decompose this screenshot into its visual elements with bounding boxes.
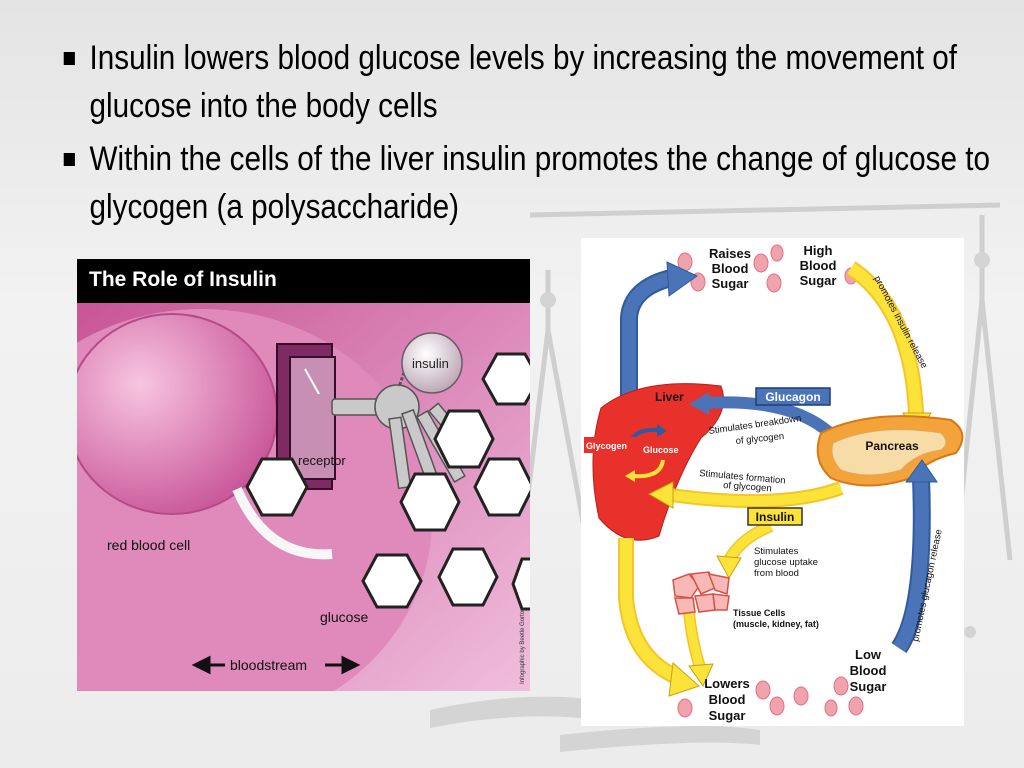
square-bullet-icon [63,153,75,166]
label-low-sugar: Sugar [850,679,887,694]
insulin-ball [401,332,463,394]
blood-sugar-cycle-figure: Raises Blood Sugar High Blood Sugar Low … [581,238,964,726]
bullet-item: Within the cells of the liver insulin pr… [62,135,1024,231]
blood-sugar-diagram: Raises Blood Sugar High Blood Sugar Low … [584,243,964,723]
blood-cells-bottom [677,676,864,718]
label-glucagon: Glucagon [765,390,820,404]
label-low: Low [855,647,882,662]
label-glucose-liver: Glucose [643,445,679,455]
figure-credit: Infographic by Beetle Gorton [520,608,526,684]
label-low-blood: Blood [850,663,887,678]
label-stim-uptake-3: from blood [754,568,799,579]
tissue-cells-shape [672,571,730,615]
label-liver: Liver [655,390,684,404]
label-bloodstream: bloodstream [230,657,307,673]
label-lowers-sugar: Sugar [709,708,746,723]
figure-title-bar [77,259,530,303]
label-glycogen: Glycogen [586,441,627,451]
bullet-text: Insulin lowers blood glucose levels by i… [89,39,958,125]
bullet-text: Within the cells of the liver insulin pr… [89,140,990,226]
label-pancreas: Pancreas [865,439,919,453]
glucose-molecules [245,352,530,611]
label-stim-formation-2: of glycogen [723,480,772,494]
label-raises-blood: Blood [712,261,749,276]
label-glucose: glucose [320,609,368,625]
label-raises-sugar: Sugar [712,276,749,291]
label-red-blood-cell: red blood cell [107,537,190,553]
label-stim-breakdown-2: of glycogen [735,431,784,447]
label-tissue-cells: Tissue Cells [733,608,785,618]
label-tissue-types: (muscle, kidney, fat) [733,619,819,629]
label-stim-uptake-2: glucose uptake [754,557,818,568]
label-raises: Raises [709,246,751,261]
label-insulin-box: Insulin [756,510,795,524]
label-receptor: receptor [298,453,346,468]
figure-title: The Role of Insulin [89,268,277,291]
label-high-sugar: Sugar [800,273,837,288]
label-insulin: insulin [412,356,449,371]
label-lowers: Lowers [704,676,750,691]
insulin-illustration: insulin receptor red blood cell glucose … [77,303,530,691]
label-stim-uptake: Stimulates [754,546,799,557]
bullet-list: Insulin lowers blood glucose levels by i… [62,34,1017,236]
glucagon-box [755,387,831,406]
label-lowers-blood: Blood [709,692,746,707]
square-bullet-icon [63,52,75,65]
bloodstream-arrows [191,655,361,675]
bullet-item: Insulin lowers blood glucose levels by i… [62,34,1024,130]
role-of-insulin-figure: insulin receptor red blood cell glucose … [77,259,530,691]
liver-shape [592,383,724,541]
insulin-box [747,507,803,526]
label-high: High [804,243,833,258]
label-high-blood: Blood [800,258,837,273]
